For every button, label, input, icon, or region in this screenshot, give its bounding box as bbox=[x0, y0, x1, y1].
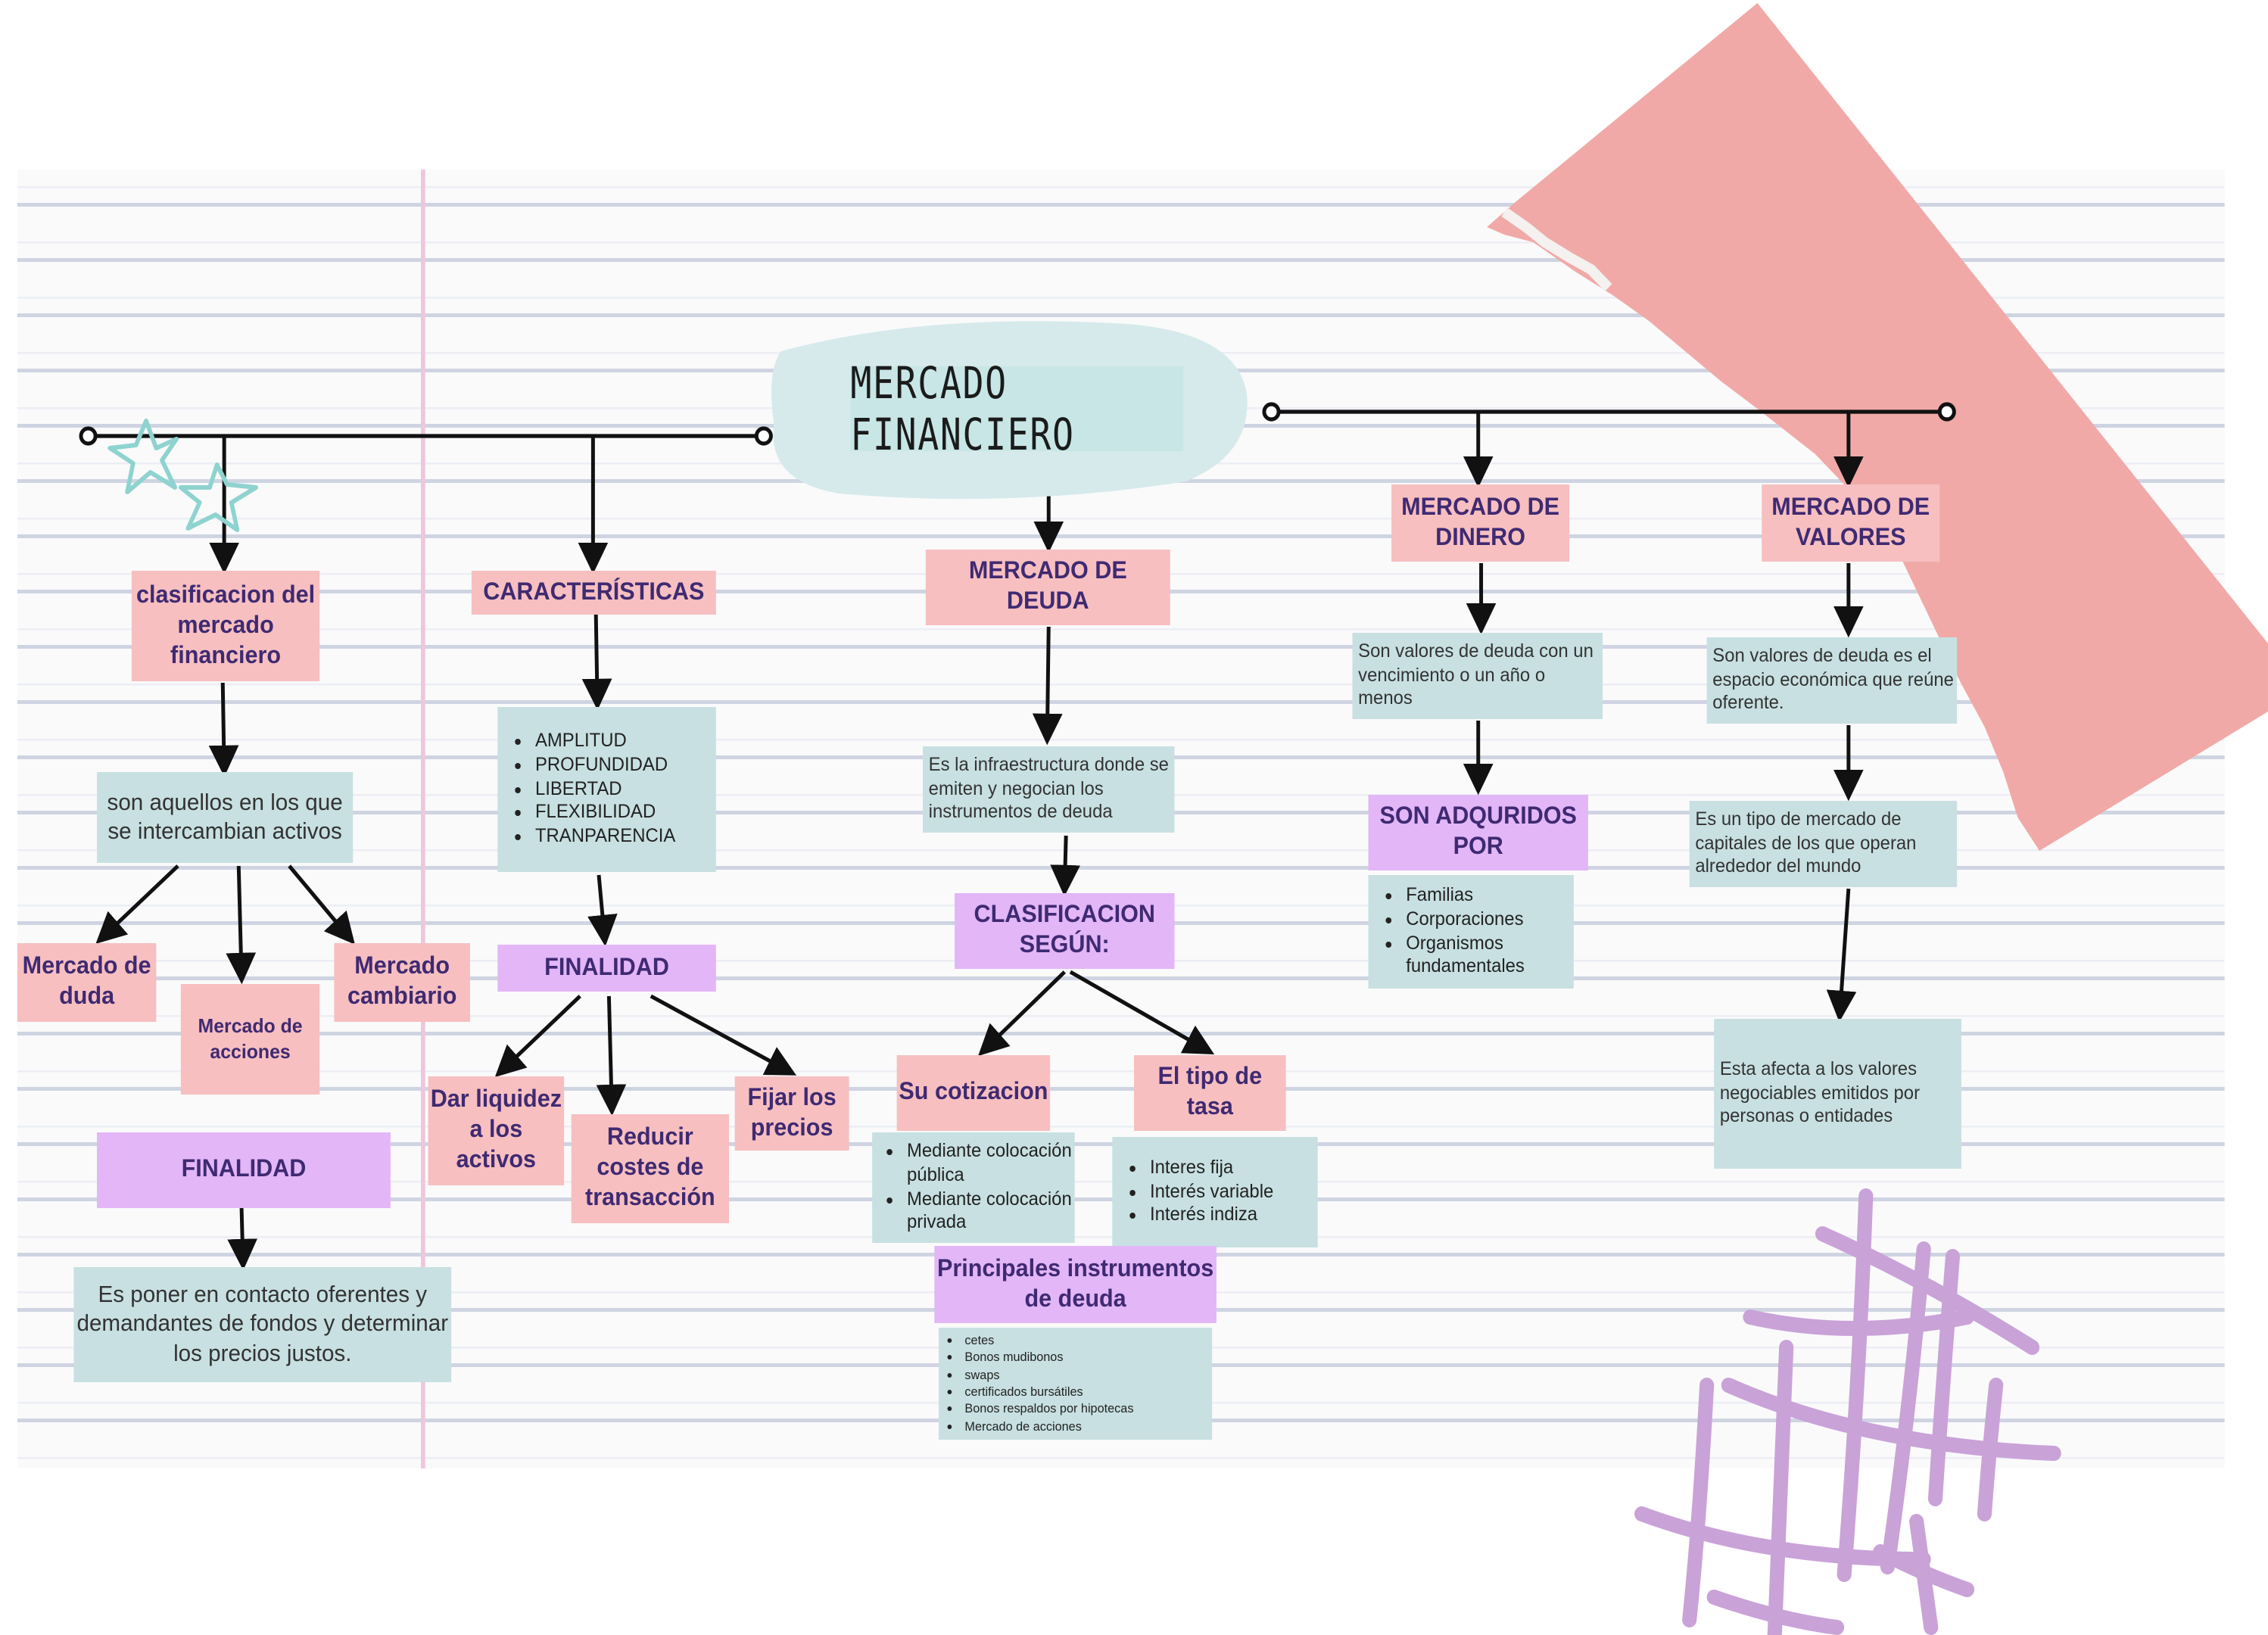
classification-box: clasificacion del mercado financiero bbox=[131, 571, 320, 681]
debt-market-label: MERCADO DE DEUDA bbox=[925, 550, 1170, 625]
characteristic-item: LIBERTAD bbox=[535, 777, 675, 801]
acquired-item: Corporaciones bbox=[1406, 908, 1574, 932]
instrument-item: swaps bbox=[964, 1366, 1133, 1384]
line-end-dot bbox=[1262, 402, 1281, 422]
rate-item: Interes fija bbox=[1150, 1157, 1273, 1180]
rate-label: El tipo de tasa bbox=[1133, 1055, 1286, 1131]
instrument-item: cetes bbox=[964, 1331, 1133, 1349]
debt-market-box: Mercado de duda bbox=[17, 943, 157, 1022]
arrow bbox=[1826, 888, 1857, 1023]
money-definition: Son valores de deuda con un vencimiento … bbox=[1352, 633, 1603, 719]
quote-item: Mediante colocación pública bbox=[907, 1141, 1075, 1188]
purpose-reduce-costs: Reducir costes de transacción bbox=[571, 1114, 729, 1223]
torn-tape-edge bbox=[1501, 207, 1612, 291]
rate-item: Interés variable bbox=[1150, 1180, 1273, 1204]
instruments-label: Principales instrumentos de deuda bbox=[934, 1246, 1217, 1323]
debt-definition: Es la infraestructura donde se emiten y … bbox=[923, 746, 1175, 833]
arrow bbox=[1050, 835, 1080, 897]
star-icon bbox=[178, 462, 259, 532]
arrow bbox=[650, 994, 797, 1076]
arrow bbox=[1032, 626, 1063, 746]
arrow bbox=[288, 864, 355, 945]
money-market-label: MERCADO DE DINERO bbox=[1391, 484, 1570, 562]
debt-classification-label: CLASIFICACION SEGÚN: bbox=[955, 893, 1175, 969]
securities-effect-text: Esta afecta a los valores negociables em… bbox=[1714, 1019, 1961, 1169]
line-end-dot bbox=[1937, 402, 1956, 422]
quote-label: Su cotizacion bbox=[896, 1055, 1051, 1131]
page-title: MERCADO FINANCIERO bbox=[850, 357, 1184, 460]
torn-tape bbox=[1487, 3, 2268, 851]
acquired-item: Familias bbox=[1406, 885, 1574, 908]
purpose-liquidity: Dar liquidez a los activos bbox=[428, 1076, 565, 1185]
arrow bbox=[581, 614, 612, 711]
arrow bbox=[226, 865, 257, 985]
stock-market-box: Mercado de acciones bbox=[180, 984, 320, 1095]
arrow bbox=[494, 995, 581, 1077]
acquired-by-list: Familias Corporaciones Organismos fundam… bbox=[1368, 875, 1574, 989]
quote-item: Mediante colocación privada bbox=[907, 1188, 1075, 1235]
arrow bbox=[208, 682, 239, 777]
instrument-item: Mercado de acciones bbox=[964, 1419, 1133, 1436]
characteristics-label: CARACTERÍSTICAS bbox=[471, 571, 716, 615]
arrow bbox=[587, 874, 618, 947]
purpose-set-prices: Fijar los precios bbox=[734, 1076, 849, 1151]
instrument-item: certificados bursátiles bbox=[964, 1384, 1133, 1401]
securities-market-label: MERCADO DE VALORES bbox=[1762, 484, 1940, 562]
instrument-item: Bonos respaldos por hipotecas bbox=[964, 1401, 1133, 1419]
line-end-dot bbox=[79, 426, 98, 446]
characteristic-item: FLEXIBILIDAD bbox=[535, 802, 675, 825]
paper-margin-line bbox=[421, 170, 425, 1468]
characteristic-item: PROFUNDIDAD bbox=[535, 754, 675, 777]
acquired-item: Organismos fundamentales bbox=[1406, 932, 1574, 979]
exchange-market-box: Mercado cambiario bbox=[334, 943, 470, 1022]
instruments-list: cetes Bonos mudibonos swaps certificados… bbox=[939, 1328, 1213, 1440]
characteristics-purpose-label: FINALIDAD bbox=[497, 945, 716, 992]
arrow bbox=[95, 864, 179, 944]
characteristic-item: AMPLITUD bbox=[535, 730, 675, 754]
arrow bbox=[227, 1207, 258, 1271]
star-icon bbox=[107, 419, 179, 494]
left-purpose-label: FINALIDAD bbox=[97, 1132, 391, 1208]
line-end-dot bbox=[754, 426, 773, 446]
quote-list: Mediante colocación pública Mediante col… bbox=[872, 1132, 1075, 1243]
characteristics-list: AMPLITUD PROFUNDIDAD LIBERTAD FLEXIBILID… bbox=[497, 707, 716, 872]
securities-type-text: Es un tipo de mercado de capitales de lo… bbox=[1689, 801, 1958, 887]
arrow bbox=[1069, 970, 1215, 1054]
rate-item: Interés indiza bbox=[1150, 1204, 1273, 1228]
arrow bbox=[977, 970, 1066, 1057]
characteristic-item: TRANPARENCIA bbox=[535, 825, 675, 849]
acquired-by-label: SON ADQURIDOS POR bbox=[1368, 795, 1588, 870]
securities-definition: Son valores de deuda es el espacio econó… bbox=[1706, 637, 1958, 724]
definition-box: son aquellos en los que se intercambian … bbox=[97, 772, 354, 863]
left-purpose-text: Es poner en contacto oferentes y demanda… bbox=[73, 1267, 452, 1382]
arrow bbox=[596, 995, 627, 1116]
rate-list: Interes fija Interés variable Interés in… bbox=[1112, 1137, 1318, 1247]
instrument-item: Bonos mudibonos bbox=[964, 1349, 1133, 1366]
